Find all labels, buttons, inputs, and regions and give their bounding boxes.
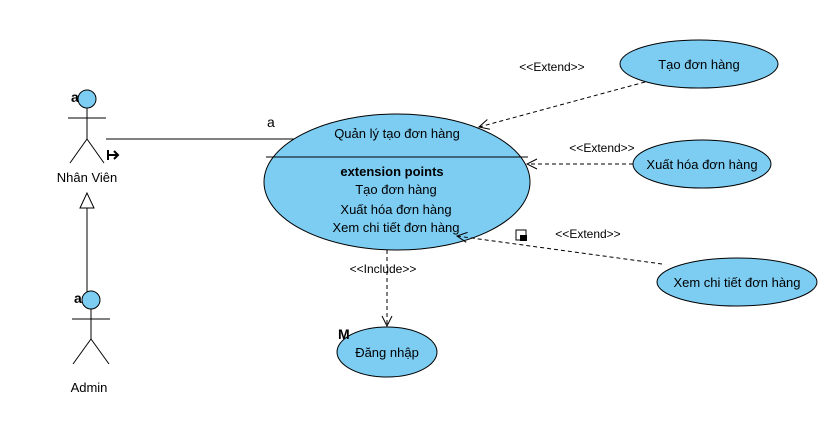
use-case-extend-2[interactable]: Xuất hóa đơn hàng: [632, 139, 772, 189]
extend-edge-1: <<Extend>>: [479, 60, 646, 127]
use-case-extend-3-name: Xem chi tiết đơn hàng: [673, 275, 800, 290]
extend-edge-2: <<Extend>>: [527, 141, 635, 164]
generalization-arrow-icon: [79, 191, 95, 209]
include-marker: M: [338, 326, 350, 342]
note-glyph-icon: [515, 229, 527, 241]
use-case-include-name: Đăng nhập: [355, 345, 419, 360]
extend-label-2: <<Extend>>: [569, 141, 634, 155]
association-label: a: [267, 114, 275, 130]
extend-label-1: <<Extend>>: [519, 60, 584, 74]
extension-point-1: Tạo đơn hàng: [355, 182, 437, 197]
use-case-main[interactable]: Quản lý tạo đơn hàng extension points Tạ…: [263, 113, 531, 251]
use-case-include[interactable]: Đăng nhập M: [336, 326, 438, 378]
use-case-main-name: Quản lý tạo đơn hàng: [334, 126, 460, 141]
use-case-extend-1[interactable]: Tạo đơn hàng: [619, 39, 779, 89]
extension-point-2: Xuất hóa đơn hàng: [340, 202, 451, 217]
connector-glyph-icon: [107, 150, 120, 160]
actor-staff[interactable]: a Nhân Viên: [57, 89, 120, 185]
actor-staff-marker: a: [71, 89, 79, 105]
actor-staff-name: Nhân Viên: [57, 170, 117, 185]
actor-staff-head: [77, 89, 97, 109]
actor-admin[interactable]: a Admin: [71, 290, 110, 395]
extension-points-header: extension points: [340, 164, 443, 179]
actor-admin-head: [81, 290, 101, 310]
use-case-extend-1-name: Tạo đơn hàng: [658, 57, 740, 72]
extend-edge-3: <<Extend>>: [457, 227, 663, 265]
include-edge: <<Include>>: [350, 250, 417, 326]
include-label: <<Include>>: [350, 262, 417, 276]
actor-admin-name: Admin: [71, 380, 108, 395]
extension-point-3: Xem chi tiết đơn hàng: [332, 220, 459, 235]
extend-label-3: <<Extend>>: [555, 227, 620, 241]
use-case-extend-3[interactable]: Xem chi tiết đơn hàng: [656, 257, 818, 307]
generalization-edge: [79, 191, 95, 292]
actor-admin-marker: a: [74, 290, 82, 306]
use-case-extend-2-name: Xuất hóa đơn hàng: [646, 157, 757, 172]
association-edge: a: [106, 114, 294, 140]
